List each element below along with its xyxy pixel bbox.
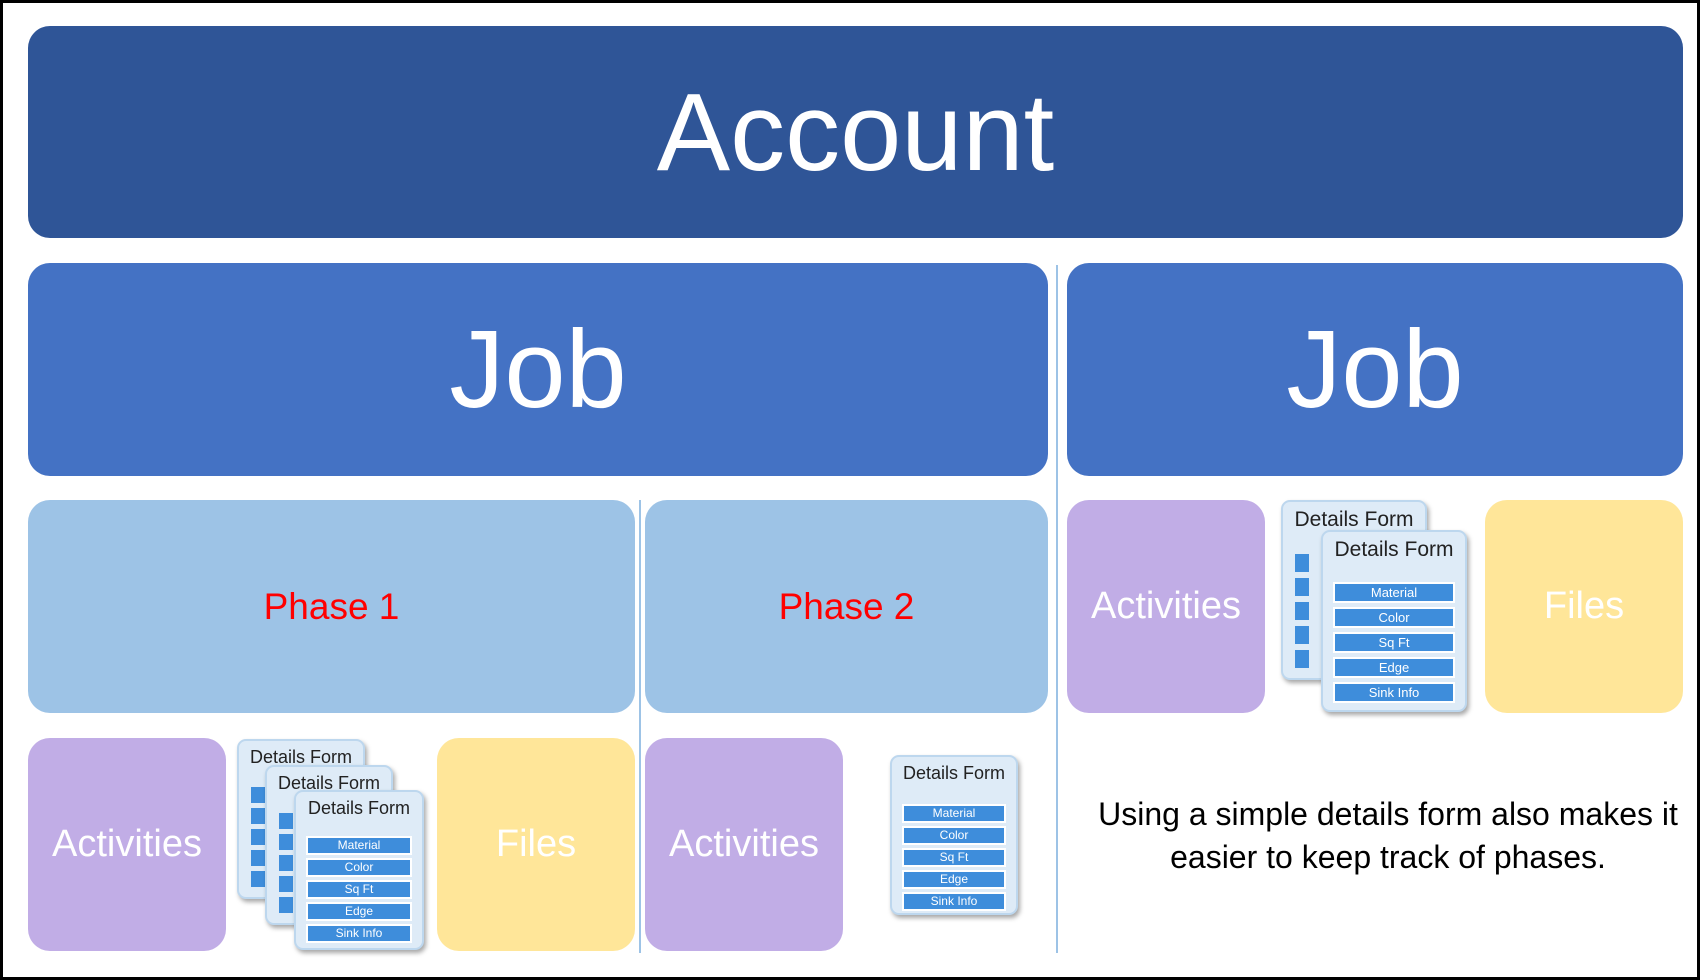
details-form-field: Sq Ft — [1333, 632, 1455, 653]
phase-1-box: Phase 1 — [28, 500, 635, 713]
details-form-title: Details Form — [307, 798, 410, 818]
details-form-field: Material — [902, 804, 1006, 823]
details-form-field-stubs — [1295, 554, 1309, 668]
details-form-field: Material — [1333, 582, 1455, 603]
job2-files-box: Files — [1485, 500, 1683, 713]
job-box-1: Job — [28, 263, 1048, 476]
phase1-activities-label: Activities — [52, 823, 202, 865]
phase-divider — [639, 500, 641, 953]
details-form-title: Details Form — [1334, 538, 1454, 561]
phase-2-box: Phase 2 — [645, 500, 1048, 713]
details-form-field-stubs — [251, 787, 265, 887]
details-form-field: Color — [902, 826, 1006, 845]
details-form-field: Material — [306, 836, 412, 855]
details-form-title: Details Form — [249, 747, 352, 767]
phase1-activities-box: Activities — [28, 738, 226, 951]
details-form-field: Edge — [306, 902, 412, 921]
phase2-activities-label: Activities — [669, 823, 819, 865]
phase-1-label: Phase 1 — [263, 585, 400, 627]
job-label-1: Job — [449, 308, 627, 431]
phase1-files-box: Files — [437, 738, 635, 951]
details-form-field: Color — [306, 858, 412, 877]
details-form-title: Details Form — [277, 773, 380, 793]
phase1-files-label: Files — [495, 823, 577, 865]
job-box-2: Job — [1067, 263, 1683, 476]
phase-2-label: Phase 2 — [778, 585, 915, 627]
job-divider — [1056, 265, 1058, 953]
note-text: Using a simple details form also makes i… — [1098, 796, 1678, 875]
job2-activities-box: Activities — [1067, 500, 1265, 713]
details-form-title: Details Form — [1294, 508, 1414, 531]
details-form-field: Sink Info — [1333, 682, 1455, 703]
job2-files-label: Files — [1543, 585, 1625, 627]
account-box: Account — [28, 26, 1683, 238]
job-label-2: Job — [1286, 308, 1464, 431]
account-label: Account — [656, 70, 1055, 194]
details-form-field: Sink Info — [306, 924, 412, 943]
details-form-field: Sq Ft — [306, 880, 412, 899]
details-form-title: Details Form — [902, 763, 1005, 783]
details-form-field: Edge — [1333, 657, 1455, 678]
details-form-field: Sq Ft — [902, 848, 1006, 867]
details-form-field-stubs — [279, 813, 293, 913]
details-form-field: Color — [1333, 607, 1455, 628]
phase2-activities-box: Activities — [645, 738, 843, 951]
job2-activities-label: Activities — [1091, 585, 1241, 627]
details-form-field: Sink Info — [902, 892, 1006, 911]
details-form-field: Edge — [902, 870, 1006, 889]
